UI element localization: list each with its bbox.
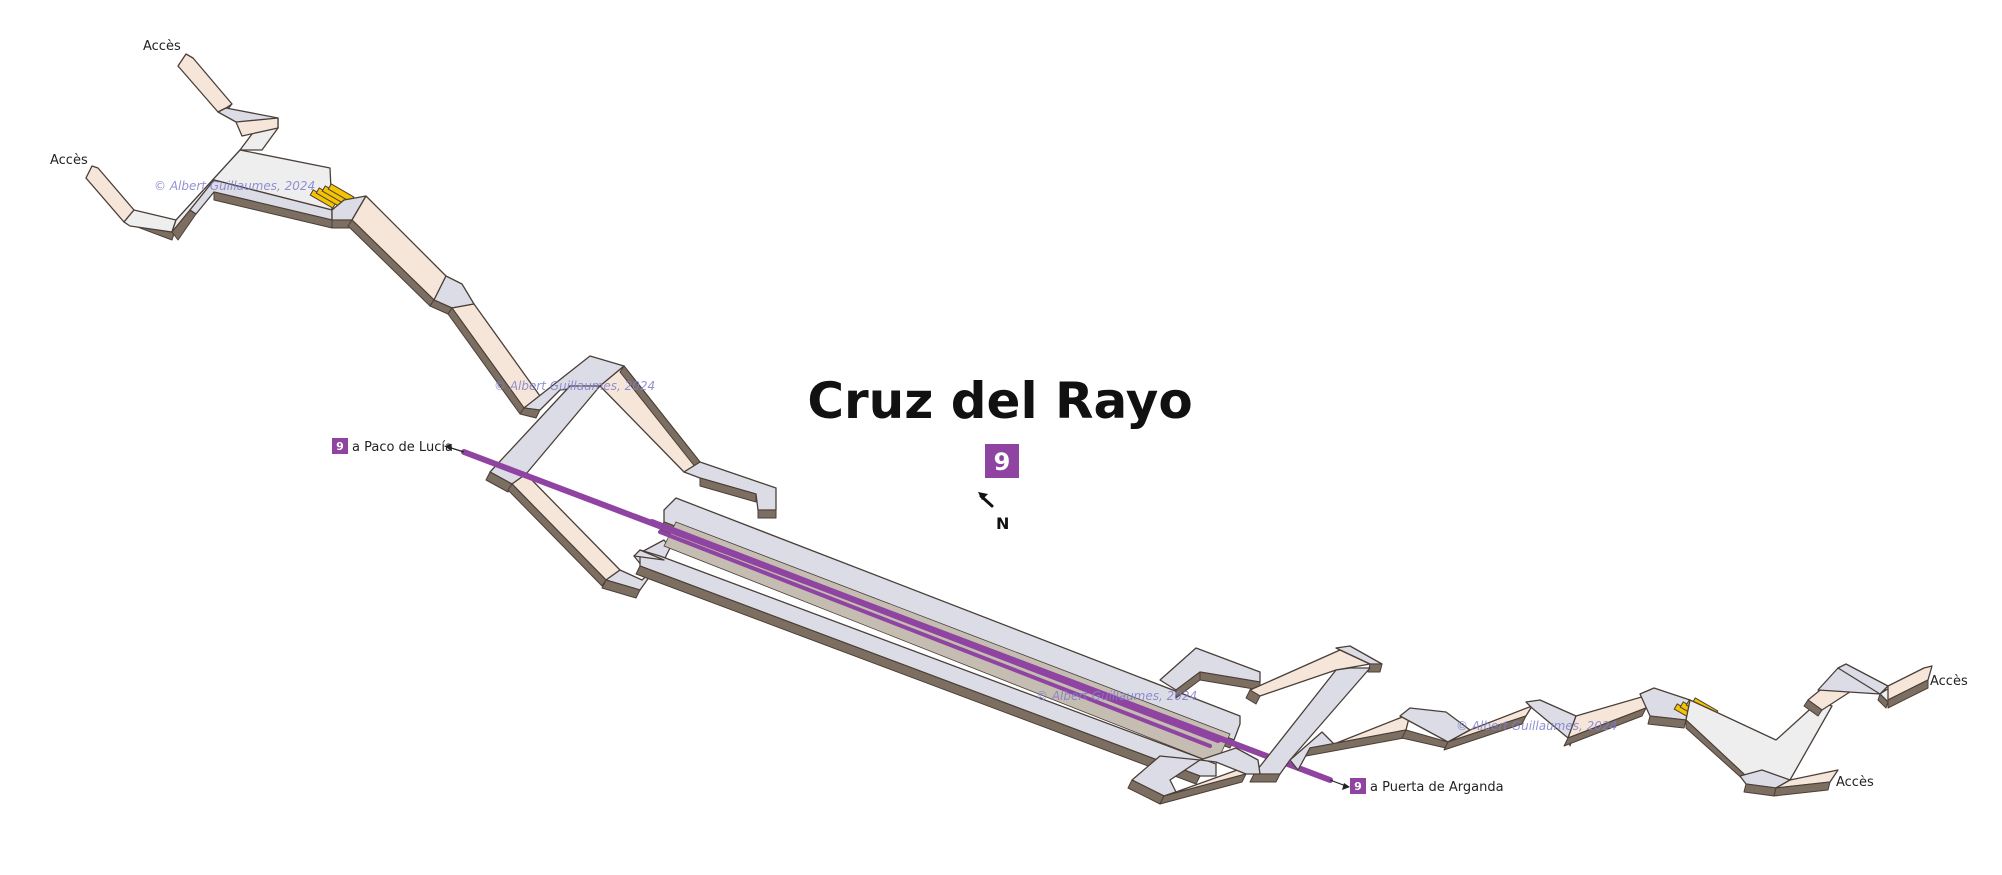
line-badge-small-number: 9 — [1354, 780, 1362, 793]
east-access-complex — [1673, 663, 1933, 797]
access-label: Accès — [1930, 674, 1968, 689]
direction-label-west: 9 a Paco de Lucía — [332, 438, 453, 455]
compass: N — [978, 492, 1009, 533]
upper-east-access-stair — [1887, 665, 1933, 701]
watermark: © Albert Guillaumes, 2024 — [494, 379, 655, 393]
access-label: Accès — [50, 153, 88, 168]
direction-text-west: a Paco de Lucía — [352, 440, 453, 455]
east-mezzanine-loop — [1127, 645, 1383, 805]
line-badge-small — [332, 438, 348, 454]
access-label: Accès — [1836, 775, 1874, 790]
west-access-complex — [85, 53, 367, 241]
compass-label: N — [996, 514, 1009, 533]
direction-arrows — [444, 444, 1350, 790]
track-line-9-b — [649, 519, 1221, 743]
lower-west-access-stair — [85, 165, 135, 223]
west-fare-gates — [309, 183, 355, 209]
line-badge-small-number: 9 — [336, 440, 344, 453]
lower-platform — [639, 549, 1217, 777]
direction-label-east: 9 a Puerta de Arganda — [1350, 778, 1504, 795]
west-passage-ramp-1 — [351, 195, 447, 301]
east-passage — [1289, 687, 1691, 771]
access-label: Accès — [143, 39, 181, 54]
station-title: Cruz del Rayo — [807, 372, 1192, 430]
watermark: © Albert Guillaumes, 2024 — [154, 179, 315, 193]
west-mezzanine-loop — [485, 355, 777, 599]
tracks — [461, 449, 1333, 783]
upper-platform — [663, 497, 1241, 741]
line-badge-small — [1350, 778, 1366, 794]
platforms — [461, 449, 1333, 785]
line-badge-number: 9 — [994, 448, 1011, 476]
west-passage — [347, 195, 541, 415]
line-badge: 9 — [985, 444, 1019, 478]
direction-text-east: a Puerta de Arganda — [1370, 780, 1504, 795]
track-line-9-c — [658, 530, 1212, 748]
watermark: © Albert Guillaumes, 2024 — [1036, 689, 1197, 703]
upper-west-access-stair — [177, 53, 233, 113]
watermark: © Albert Guillaumes, 2024 — [1456, 719, 1617, 733]
line-badge-background — [985, 444, 1019, 478]
watermarks: © Albert Guillaumes, 2024 © Albert Guill… — [154, 179, 1617, 733]
arrow-to-puerta-de-arganda — [1329, 779, 1347, 787]
